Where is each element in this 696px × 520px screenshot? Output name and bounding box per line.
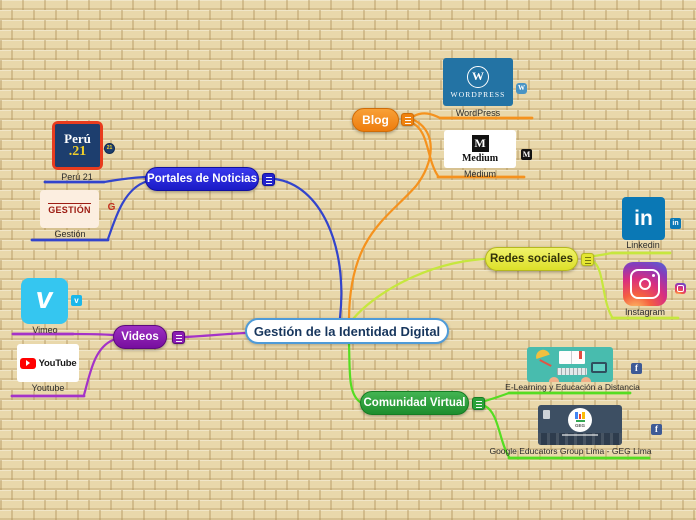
peru21-favicon: 21 <box>104 143 115 154</box>
medium-label: Medium <box>463 169 496 179</box>
elearning-hand-right-shape <box>581 377 591 382</box>
instagram-favicon <box>675 283 686 294</box>
line-center-redes <box>351 257 486 321</box>
geg-lima-image[interactable]: GEG <box>538 405 622 445</box>
medium-logo-text: Medium <box>461 152 499 164</box>
line-center-videos <box>183 331 247 339</box>
topic-blog[interactable]: Blog <box>352 108 399 132</box>
line-portales-gestion <box>106 180 147 241</box>
geg-skyline-shape <box>538 433 622 445</box>
elearning-protractor-shape <box>534 348 550 359</box>
note-icon-videos[interactable] <box>172 331 185 344</box>
vimeo-logo-icon: v <box>33 282 56 315</box>
youtube-logo-text: YouTube <box>38 357 77 369</box>
gestion-favicon: G <box>107 202 116 213</box>
geg-logo-underbar <box>575 420 585 422</box>
note-icon-blog[interactable] <box>401 113 414 126</box>
line-portales-peru21 <box>102 175 147 184</box>
elearning-tablet-shape <box>591 362 607 373</box>
line-center-portales <box>273 177 343 320</box>
medium-favicon: M <box>521 149 532 160</box>
vimeo-image[interactable]: v <box>21 278 68 324</box>
elearning-label: E-Learning y Educación a Distancia <box>505 382 640 392</box>
youtube-play-triangle <box>25 360 30 366</box>
elearning-book-shape <box>559 351 585 364</box>
wordpress-logo-text: WORDPRESS <box>450 89 506 99</box>
line-videos-vimeo <box>71 332 115 337</box>
topic-redes-sociales[interactable]: Redes sociales <box>485 247 578 271</box>
peru21-logo-line2: .21 <box>68 144 87 159</box>
topic-videos[interactable]: Videos <box>113 325 167 349</box>
instagram-label: Instagram <box>624 307 666 317</box>
elearning-keyboard-shape <box>557 368 587 375</box>
note-icon-comunidad[interactable] <box>472 397 485 410</box>
instagram-camera-icon <box>630 269 660 299</box>
facebook-favicon-geg: f <box>651 424 662 435</box>
youtube-label: Youtube <box>31 383 65 393</box>
instagram-favicon-glyph <box>677 285 684 292</box>
topic-comunidad-virtual[interactable]: Comunidad Virtual <box>360 391 469 415</box>
peru21-label: Perú 21 <box>61 172 93 182</box>
line-comunidad-elearning <box>483 391 511 403</box>
youtube-image[interactable]: YouTube <box>17 344 79 382</box>
geg-logo-text: GEG <box>574 423 585 428</box>
wordpress-image[interactable]: W WORDPRESS <box>443 58 513 106</box>
central-topic[interactable]: Gestión de la Identidad Digital <box>245 318 449 344</box>
gestion-image[interactable]: GESTIÓN <box>40 190 99 228</box>
wordpress-favicon: W <box>516 83 527 94</box>
line-blog-wordpress <box>412 112 442 120</box>
elearning-image[interactable] <box>527 347 613 382</box>
line-redes-instagram <box>592 260 614 319</box>
line-comunidad-geg <box>483 404 511 459</box>
wordpress-logo-icon: W <box>467 65 489 88</box>
instagram-lens-icon <box>639 278 651 290</box>
linkedin-favicon: in <box>670 218 681 229</box>
vimeo-favicon: v <box>71 295 82 306</box>
instagram-flash-dot <box>652 274 655 277</box>
line-redes-linkedin <box>592 251 614 258</box>
geg-caption-line <box>562 434 598 436</box>
peru21-image[interactable]: Perú .21 <box>52 121 103 170</box>
note-icon-redes[interactable] <box>581 253 594 266</box>
elearning-hand-left-shape <box>549 377 559 382</box>
facebook-favicon-elearning: f <box>631 363 642 374</box>
line-videos-youtube <box>82 338 115 397</box>
linkedin-image[interactable]: in <box>622 197 665 240</box>
geg-frame-shape <box>543 410 550 419</box>
linkedin-logo-icon: in <box>634 206 653 230</box>
wordpress-label: WordPress <box>455 108 501 118</box>
geg-logo-circle: GEG <box>568 408 592 432</box>
medium-image[interactable]: M Medium <box>444 130 516 168</box>
gestion-label: Gestión <box>54 229 86 239</box>
gestion-logo-text: GESTIÓN <box>48 203 91 215</box>
instagram-image[interactable] <box>623 262 667 306</box>
topic-portales-de-noticias[interactable]: Portales de Noticias <box>145 167 259 191</box>
geg-label: Google Educators Group Lima - GEG Lima <box>489 446 652 456</box>
linkedin-label: Linkedin <box>626 240 660 250</box>
line-center-blog <box>347 118 432 320</box>
youtube-play-icon <box>19 357 36 369</box>
line-blog-medium <box>412 122 440 178</box>
geg-logo-icon <box>575 412 585 419</box>
medium-logo-icon: M <box>471 134 489 152</box>
peru21-logo-line1: Perú <box>64 131 91 146</box>
line-center-comunidad <box>347 342 362 404</box>
note-icon-portales[interactable] <box>262 173 275 186</box>
vimeo-label: Vimeo <box>32 325 58 335</box>
elearning-pencil-shape <box>539 359 552 367</box>
peru21-logo: Perú .21 <box>55 124 100 167</box>
